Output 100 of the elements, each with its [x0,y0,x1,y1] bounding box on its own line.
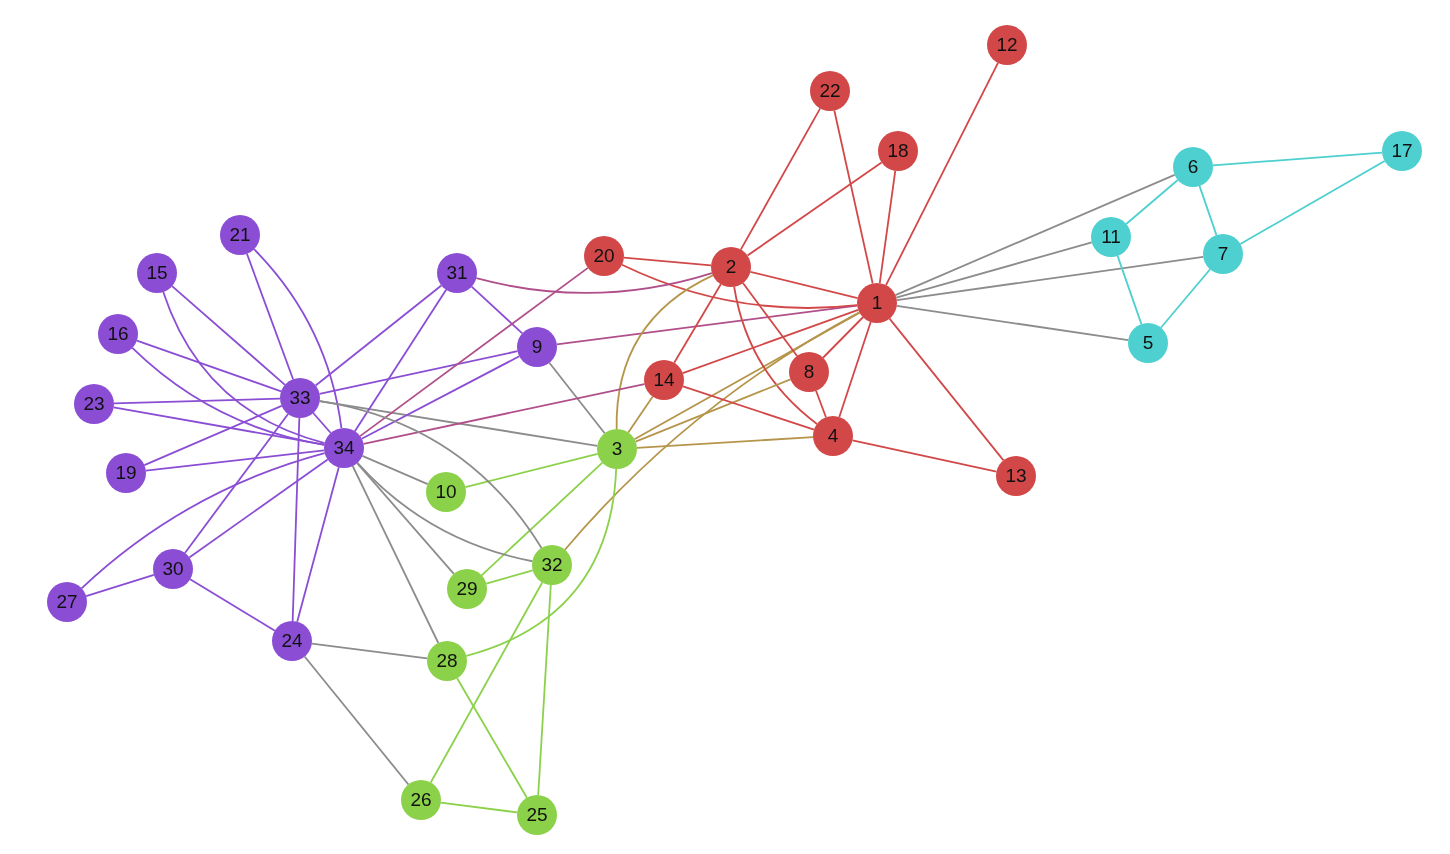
graph-node: 10 [426,472,466,512]
edge-line [253,248,343,430]
edge-line [353,288,448,433]
edge-line [480,461,604,577]
edge-line [475,272,713,294]
edge-line [739,107,822,251]
edge-line [537,584,552,796]
edge-line [895,241,1093,299]
graph-node: 15 [137,253,177,293]
edge-line [1198,185,1218,236]
edge-line [681,308,860,375]
graph-node: 29 [447,569,487,609]
edge-line [312,412,332,434]
edge-line [555,304,859,346]
edge-line [548,361,606,435]
edge-line [878,169,897,285]
edge-line [162,291,326,444]
graph-node: 13 [996,456,1036,496]
graph-node: 32 [532,545,572,585]
graph-node: 24 [272,621,312,661]
edge-line [131,347,326,446]
edge-line [485,569,534,585]
graph-node: 9 [517,327,557,367]
graph-node: 16 [98,314,138,354]
graph-node: 12 [987,25,1027,65]
edge-line [733,285,818,425]
graph-node: 18 [878,131,918,171]
edge-line [627,395,654,434]
graph-node: 34 [324,428,364,468]
edge-line [682,385,815,431]
edge-line [318,400,543,549]
graph-node: 28 [427,641,467,681]
edge-line [456,677,528,799]
graph-node: 5 [1128,323,1168,363]
edge-line [634,378,792,443]
graph-node: 33 [280,378,320,418]
edge-line [833,109,874,285]
graph-node: 21 [220,215,260,255]
graph-node: 14 [644,360,684,400]
graph-node: 25 [517,795,557,835]
edge-line [356,461,534,563]
graph-node: 3 [597,429,637,469]
edge-line [291,417,301,622]
edge-line [356,462,455,575]
edge-line [171,285,286,386]
graph-node: 6 [1173,147,1213,187]
edge-line [615,274,714,430]
edge-line [746,161,883,257]
edge-line [135,339,283,393]
edge-line [851,439,998,473]
edge-line [318,350,519,395]
graph-node: 20 [584,236,624,276]
edge-line [470,285,524,335]
graph-node: 26 [401,780,441,820]
edge-line [564,311,861,551]
graph-node: 30 [153,549,193,589]
edge-line [362,383,646,445]
edge-line [80,452,326,590]
edge-line [351,465,440,644]
graph-node: 23 [74,384,114,424]
edge-line [188,458,329,559]
edge-line [112,406,326,446]
edge-line [464,453,599,488]
graph-node: 11 [1091,217,1131,257]
edge-line [310,642,429,660]
edge-line [895,305,1130,341]
edge-line [633,311,861,441]
edge-line [673,283,722,364]
edge-line [621,263,858,309]
graph-node: 31 [437,253,477,293]
edge-line [815,389,827,419]
edge-line [359,267,589,437]
edge-line [1212,151,1383,167]
edge-line [439,801,519,814]
edge-line [623,256,712,267]
edge-line [1239,160,1386,245]
edge-line [822,316,864,359]
edge-line [360,355,521,440]
edge-line [838,321,872,418]
edge-line [888,317,1005,462]
edge-line [303,655,410,786]
graph-node: 1 [857,283,897,323]
graph-node: 7 [1203,234,1243,274]
edge-line [361,455,429,485]
graph-node: 8 [789,352,829,392]
edge-line [1160,268,1211,329]
edge-line [314,284,443,387]
edge-line [895,255,1205,302]
edge-line [85,574,155,597]
edge-line [144,449,326,472]
graph-node: 22 [810,71,850,111]
graph-node: 2 [711,247,751,287]
edge-line [113,397,281,405]
edge-line [636,436,814,449]
edge-line [742,282,798,357]
edge-line [184,413,289,554]
edge-line [749,270,859,300]
edge-line [1125,179,1179,225]
edge-line [885,61,999,287]
graph-node: 17 [1382,131,1422,171]
